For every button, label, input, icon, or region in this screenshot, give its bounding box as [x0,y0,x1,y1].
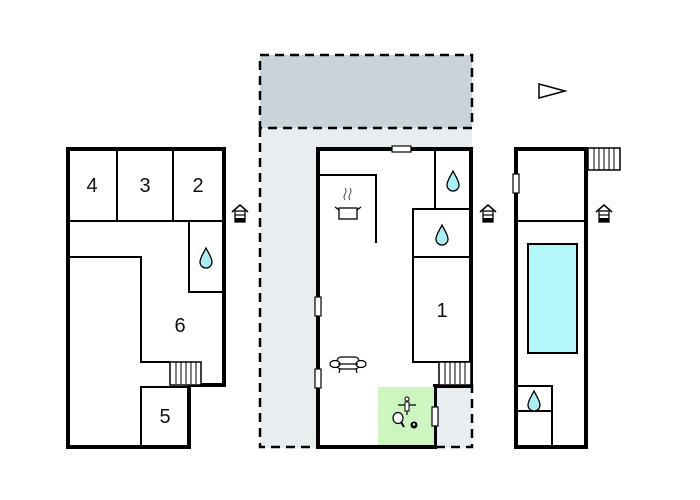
sofa-icon [329,356,367,374]
stairs-icon [438,361,472,386]
kitchen-pot-icon [334,187,362,220]
window [431,406,439,427]
entrance-icon [479,204,497,223]
room-6-label: 6 [174,315,185,337]
right-building [512,147,621,449]
window [391,145,412,153]
room-5-label: 5 [159,406,170,428]
window [314,368,322,389]
room-1-label: 1 [436,300,447,322]
window [512,173,520,194]
room-3-label: 3 [139,175,150,197]
window [314,296,322,317]
room-4-label: 4 [86,175,97,197]
entrance-icon [231,204,249,223]
stairs-icon [169,361,202,386]
pool [527,243,578,354]
game-room-icon [392,396,418,429]
room-2-label: 2 [192,175,203,197]
game-room [378,387,434,445]
left-building: 4 3 2 6 5 [66,147,226,449]
stairs-icon [587,147,621,171]
north-arrow-icon [538,83,568,99]
middle-building: 1 [314,145,473,449]
entrance-icon [595,204,613,223]
